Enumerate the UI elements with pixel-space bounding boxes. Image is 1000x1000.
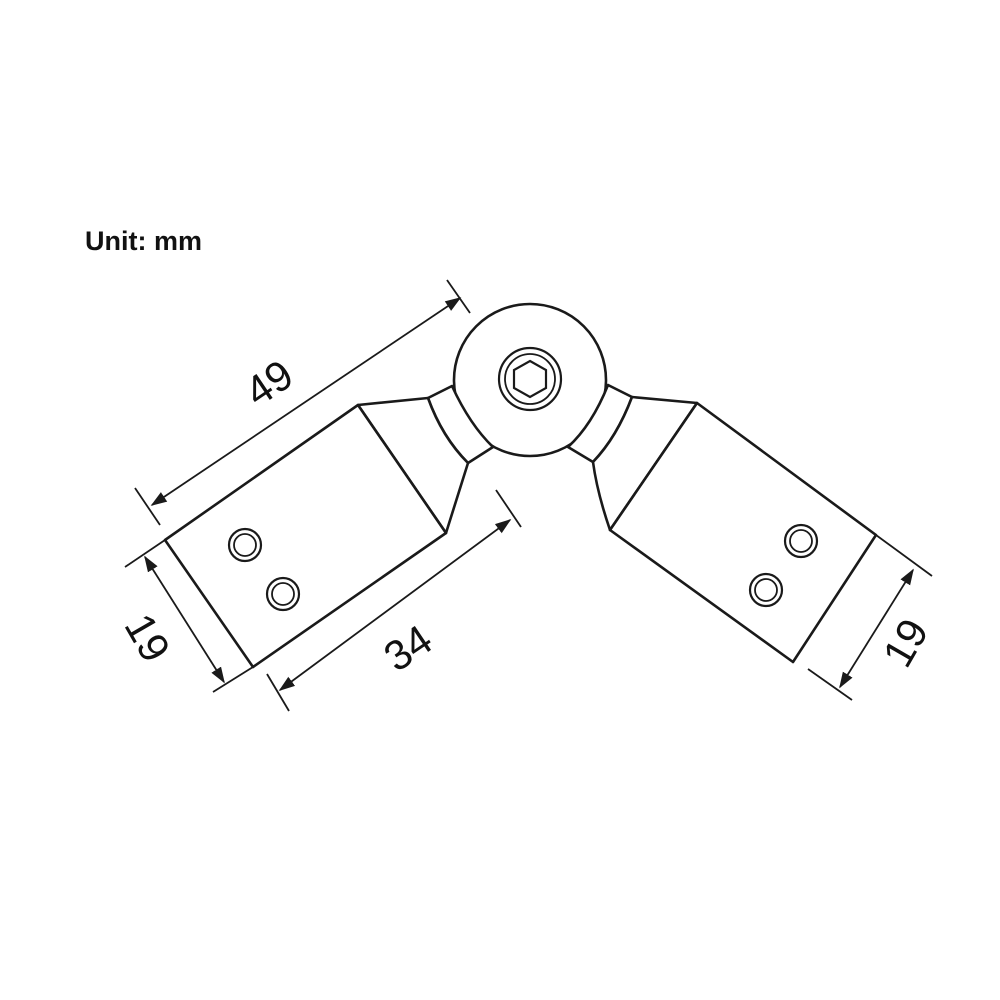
extension-line <box>134 487 161 526</box>
extension-line <box>446 279 471 314</box>
dimension-label-19-left: 19 <box>116 606 180 670</box>
right-screw-hole-1 <box>783 523 819 559</box>
extension-line <box>875 534 933 577</box>
right-plate-edge <box>609 402 698 531</box>
dimension-line <box>839 568 914 689</box>
right-screw-hole-2 <box>748 572 784 608</box>
dimension-label-49: 49 <box>236 350 301 415</box>
left-screw-hole-1 <box>227 527 263 563</box>
left-arm <box>163 384 495 669</box>
dimension-label-34: 34 <box>375 615 440 680</box>
extension-line <box>124 539 166 568</box>
extension-line <box>807 668 853 701</box>
extension-line <box>495 489 522 528</box>
unit-label: Unit: mm <box>85 226 202 256</box>
right-arm <box>566 383 878 664</box>
extension-line <box>266 673 290 712</box>
right-arm-shoulder <box>591 395 699 532</box>
socket-inner-ring <box>504 353 556 405</box>
hex-socket-icon <box>512 359 548 399</box>
dimension-line <box>144 555 225 684</box>
dimension-line <box>278 519 512 691</box>
extension-line <box>212 666 254 693</box>
dimension-line <box>150 297 462 506</box>
dimension-label-19-right: 19 <box>873 611 937 675</box>
hinge-knuckle <box>452 302 608 458</box>
socket-bore <box>497 346 563 412</box>
